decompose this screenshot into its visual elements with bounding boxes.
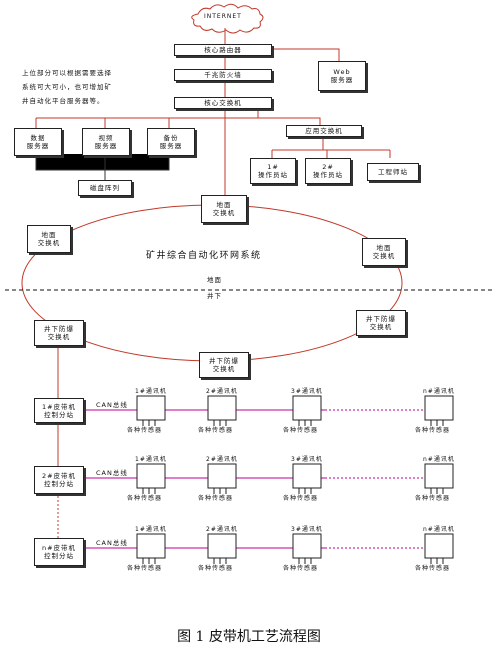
app-switch: 应用交换机 bbox=[286, 125, 362, 137]
comm-unit-label: 1#通讯机 bbox=[135, 526, 167, 533]
architecture-note: 上位部分可以根据需要选择 系统可大可小，也可增加矿 井自动化平台服务器等。 bbox=[22, 69, 112, 105]
sensor-label: 各种传感器 bbox=[198, 495, 234, 502]
sensor-label: 各种传感器 bbox=[283, 565, 319, 572]
belt-controller-n: n#皮带机 控制分站 bbox=[34, 538, 84, 566]
sensor-label: 各种传感器 bbox=[415, 495, 451, 502]
sensor-label: 各种传感器 bbox=[127, 565, 163, 572]
can-bus-label-2: CAN总线 bbox=[96, 469, 128, 477]
ug-switch-right: 井下防爆 交换机 bbox=[356, 310, 406, 336]
can-bus-label-1: CAN总线 bbox=[96, 401, 128, 409]
comm-unit bbox=[136, 463, 166, 489]
op-station-2: 2# 操作员站 bbox=[305, 158, 351, 184]
ground-switch-top: 地面 交换机 bbox=[201, 195, 247, 223]
comm-unit bbox=[424, 533, 454, 559]
comm-unit-label: 3#通讯机 bbox=[291, 456, 323, 463]
comm-unit bbox=[207, 463, 237, 489]
sensor-label: 各种传感器 bbox=[127, 495, 163, 502]
sensor-label: 各种传感器 bbox=[198, 427, 234, 434]
backup-server: 备份 服务器 bbox=[147, 128, 195, 156]
firewall: 千兆防火墙 bbox=[174, 69, 272, 81]
core-switch: 核心交换机 bbox=[174, 97, 272, 109]
comm-unit-label: 1#通讯机 bbox=[135, 388, 167, 395]
internet-label: INTERNET bbox=[204, 13, 242, 20]
comm-unit bbox=[292, 395, 322, 421]
comm-unit bbox=[292, 533, 322, 559]
comm-unit-label: n#通讯机 bbox=[423, 388, 455, 395]
video-server: 视频 服务器 bbox=[82, 128, 130, 156]
internet-cloud bbox=[191, 3, 264, 34]
ground-switch-right: 地面 交换机 bbox=[362, 238, 406, 266]
core-router: 核心路由器 bbox=[174, 44, 272, 56]
comm-unit-label: n#通讯机 bbox=[423, 526, 455, 533]
comm-unit bbox=[136, 533, 166, 559]
sensor-label: 各种传感器 bbox=[127, 427, 163, 434]
op-station-1: 1# 操作员站 bbox=[250, 158, 296, 184]
ug-switch-bottom: 井下防爆 交换机 bbox=[199, 352, 249, 378]
ug-switch-left: 井下防爆 交换机 bbox=[34, 320, 84, 346]
data-server: 数据 服务器 bbox=[14, 128, 62, 156]
comm-unit bbox=[424, 463, 454, 489]
sensor-label: 各种传感器 bbox=[415, 427, 451, 434]
comm-unit-label: 3#通讯机 bbox=[291, 526, 323, 533]
comm-unit-label: 2#通讯机 bbox=[206, 526, 238, 533]
underground-label: 井下 bbox=[207, 292, 222, 300]
sensor-label: 各种传感器 bbox=[415, 565, 451, 572]
comm-unit-label: 1#通讯机 bbox=[135, 456, 167, 463]
sensor-label: 各种传感器 bbox=[283, 427, 319, 434]
comm-unit-label: 2#通讯机 bbox=[206, 388, 238, 395]
comm-unit bbox=[292, 463, 322, 489]
disk-array: 磁盘阵列 bbox=[78, 180, 132, 196]
comm-unit-label: 2#通讯机 bbox=[206, 456, 238, 463]
ground-switch-left: 地面 交换机 bbox=[27, 225, 71, 253]
comm-unit-label: 3#通讯机 bbox=[291, 388, 323, 395]
web-server: Web 服务器 bbox=[318, 61, 366, 91]
figure-caption: 图 1 皮带机工艺流程图 bbox=[177, 629, 321, 645]
sensor-label: 各种传感器 bbox=[198, 565, 234, 572]
sensor-label: 各种传感器 bbox=[283, 495, 319, 502]
belt-controller-1: 1#皮带机 控制分站 bbox=[34, 398, 84, 423]
can-bus-label-3: CAN总线 bbox=[96, 539, 128, 547]
engineer-station: 工程师站 bbox=[367, 163, 419, 181]
comm-unit bbox=[136, 395, 166, 421]
belt-controller-2: 2#皮带机 控制分站 bbox=[34, 466, 84, 494]
comm-unit-label: n#通讯机 bbox=[423, 456, 455, 463]
ground-label: 地面 bbox=[207, 276, 222, 284]
comm-unit bbox=[207, 395, 237, 421]
ring-title: 矿井综合自动化环网系统 bbox=[146, 251, 262, 261]
comm-unit bbox=[424, 395, 454, 421]
comm-unit bbox=[207, 533, 237, 559]
